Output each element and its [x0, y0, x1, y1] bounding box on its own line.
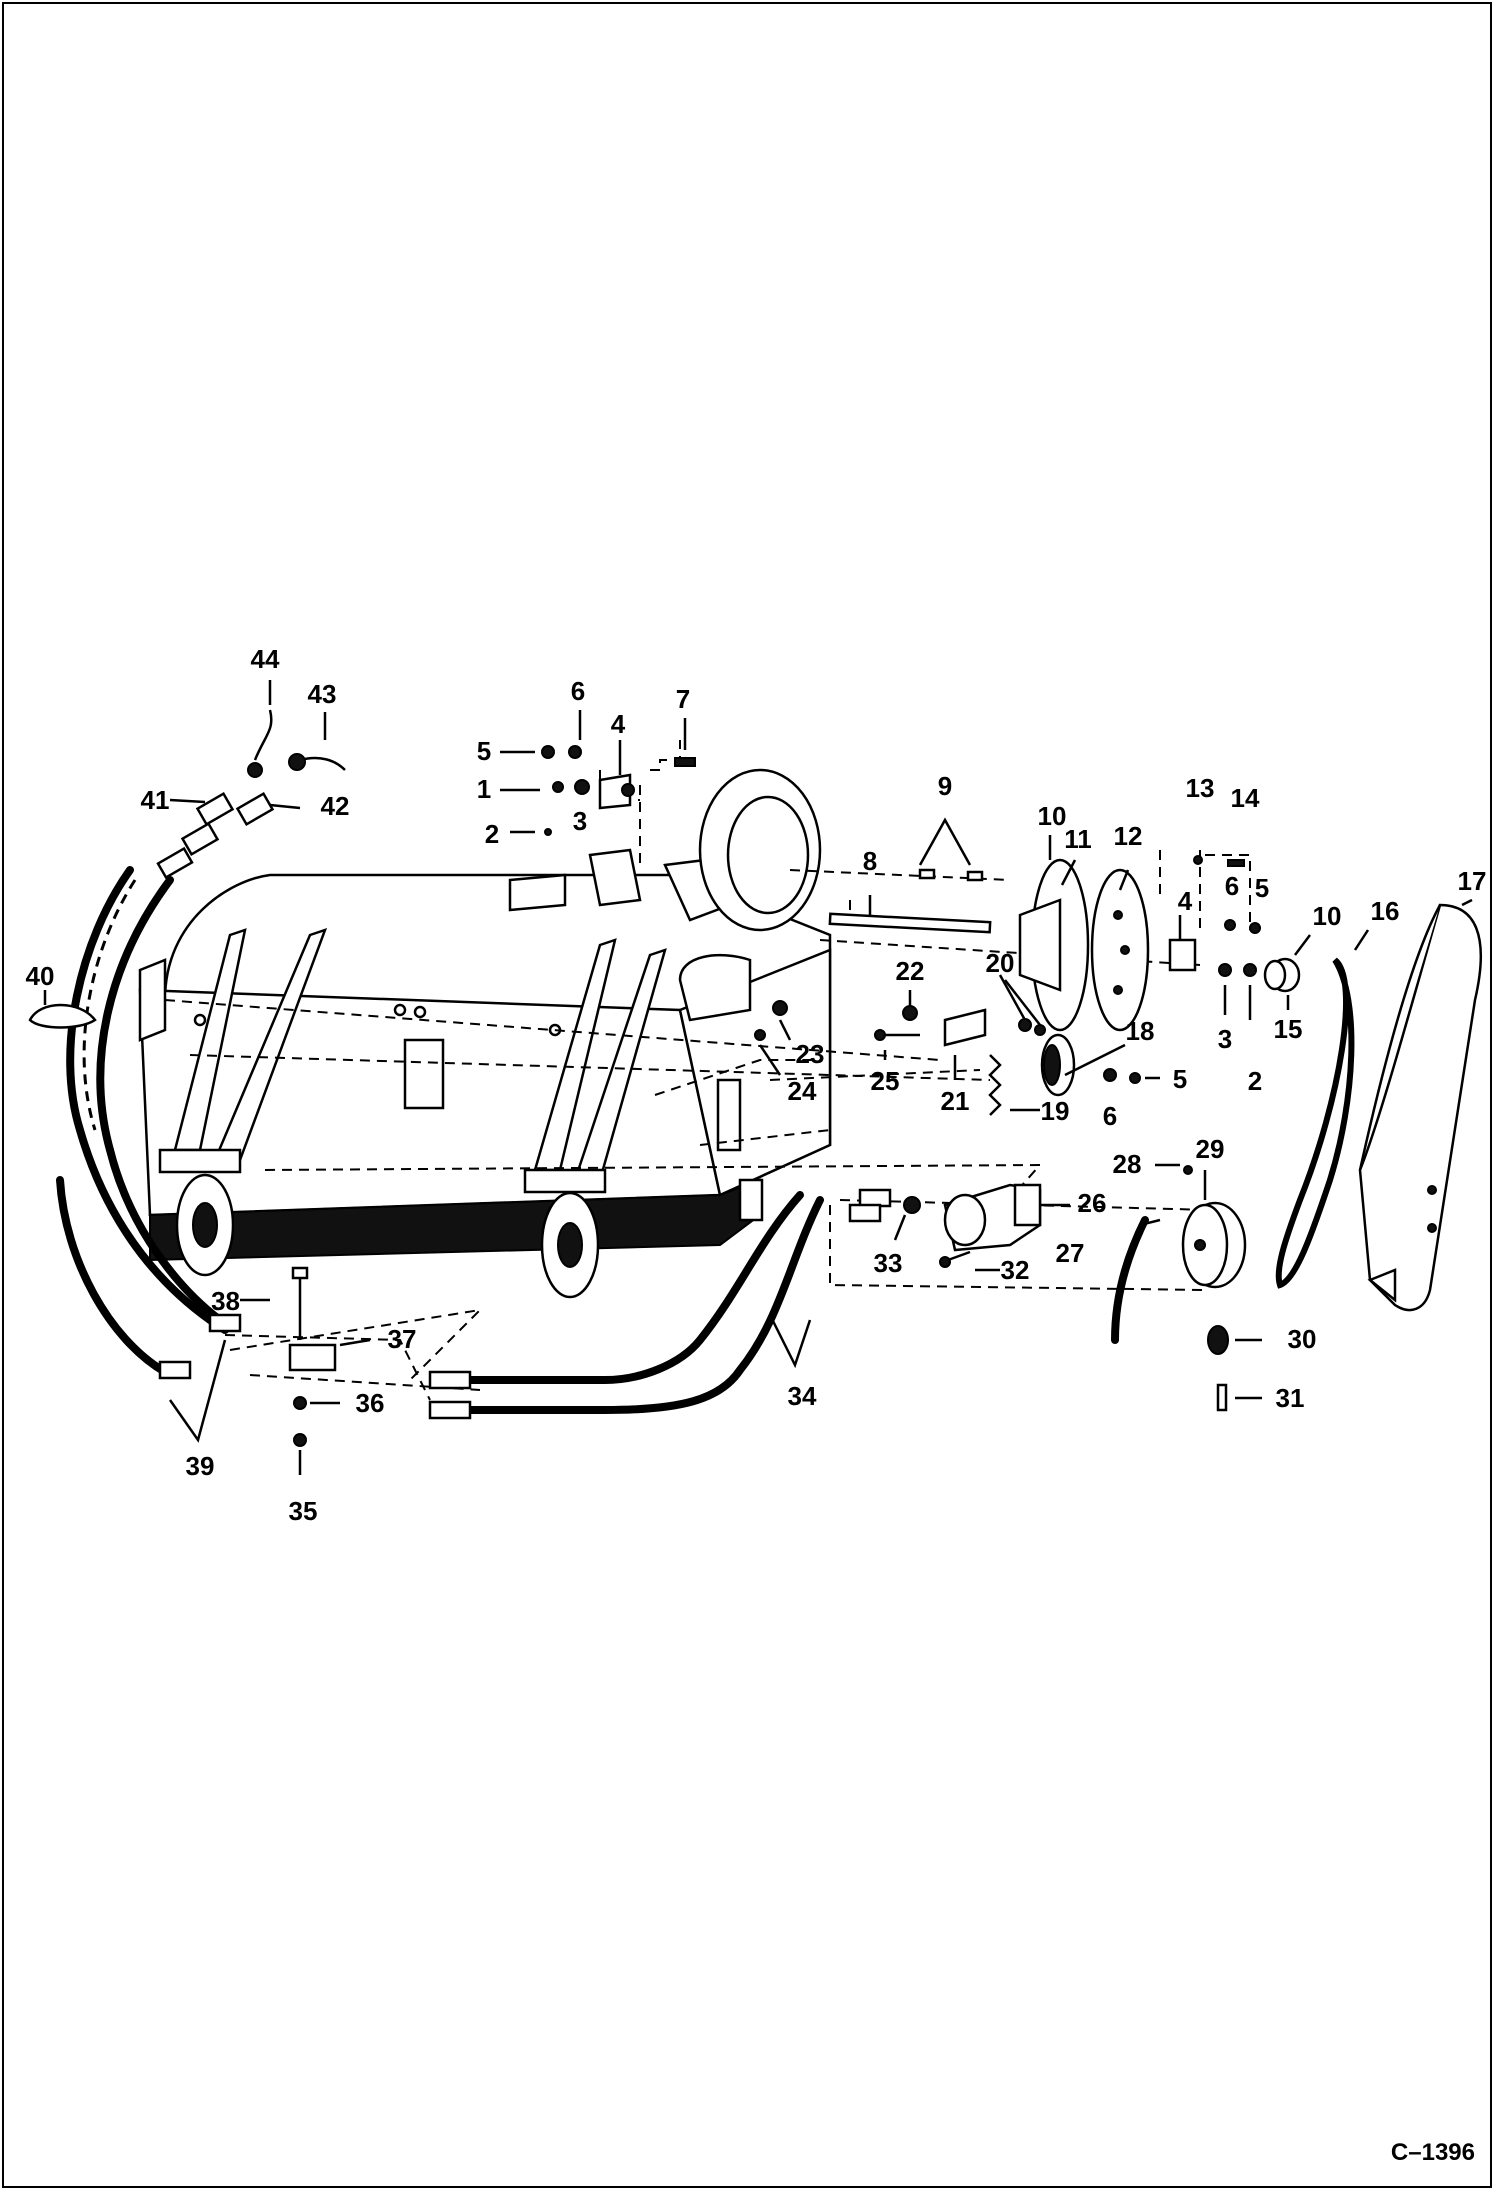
callout-5: 5 — [477, 736, 491, 766]
callout-44: 44 — [251, 644, 280, 674]
callout-19: 19 — [1041, 1096, 1070, 1126]
callout-labels: 1 2 2 3 3 4 4 5 5 5 6 6 6 7 8 9 10 10 11… — [26, 644, 1487, 1526]
callout-30: 30 — [1288, 1324, 1317, 1354]
callout-10-right: 10 — [1313, 901, 1342, 931]
callout-39: 39 — [186, 1451, 215, 1481]
couplers — [28, 709, 346, 1029]
callout-22: 22 — [896, 956, 925, 986]
callout-20: 20 — [986, 948, 1015, 978]
callout-7: 7 — [676, 684, 690, 714]
callout-25: 25 — [871, 1066, 900, 1096]
top-hardware — [541, 745, 696, 836]
callout-9: 9 — [938, 771, 952, 801]
callout-3: 3 — [573, 806, 587, 836]
callout-38: 38 — [211, 1286, 240, 1316]
callout-4: 4 — [611, 709, 626, 739]
callout-11: 11 — [1064, 824, 1092, 854]
callout-26: 26 — [1078, 1188, 1107, 1218]
callout-6-lower: 6 — [1103, 1101, 1117, 1131]
callout-29: 29 — [1196, 1134, 1225, 1164]
callout-4-right: 4 — [1178, 886, 1193, 916]
figure-number: C–1396 — [1391, 2139, 1475, 2166]
callout-10: 10 — [1038, 801, 1067, 831]
callout-35: 35 — [289, 1496, 318, 1526]
callout-17: 17 — [1458, 866, 1487, 896]
leader-lines — [43, 680, 1473, 1475]
callout-32: 32 — [1001, 1255, 1030, 1285]
callout-2: 2 — [485, 819, 499, 849]
bracket-assembly — [288, 1266, 337, 1447]
hydraulic-hoses — [56, 866, 892, 1420]
callout-6: 6 — [571, 676, 585, 706]
sweeper-housing — [138, 768, 832, 1299]
callout-23: 23 — [796, 1039, 825, 1069]
callout-8: 8 — [863, 846, 877, 876]
callout-33: 33 — [874, 1248, 903, 1278]
callout-6-right: 6 — [1225, 871, 1239, 901]
callout-40: 40 — [26, 961, 55, 991]
callout-31: 31 — [1276, 1383, 1305, 1413]
callout-5-right: 5 — [1255, 873, 1269, 903]
callout-41: 41 — [141, 785, 170, 815]
callout-5-lower: 5 — [1173, 1064, 1187, 1094]
callout-1: 1 — [477, 774, 491, 804]
assembly-lines — [164, 740, 1251, 1401]
callout-24: 24 — [788, 1076, 817, 1106]
callout-27: 27 — [1056, 1238, 1085, 1268]
callout-43: 43 — [308, 679, 337, 709]
callout-36: 36 — [356, 1388, 385, 1418]
callout-37: 37 — [388, 1324, 417, 1354]
drive-components — [754, 855, 1483, 1412]
callout-13: 13 — [1186, 773, 1215, 803]
callout-12: 12 — [1114, 821, 1143, 851]
callout-34: 34 — [788, 1381, 817, 1411]
callout-21: 21 — [941, 1086, 970, 1116]
callout-14: 14 — [1231, 783, 1260, 813]
shaft-assembly — [828, 868, 992, 934]
callout-15: 15 — [1274, 1014, 1303, 1044]
callout-2-right: 2 — [1248, 1066, 1262, 1096]
callout-42: 42 — [321, 791, 350, 821]
callout-3-right: 3 — [1218, 1024, 1232, 1054]
callout-28: 28 — [1113, 1149, 1142, 1179]
callout-16: 16 — [1371, 896, 1400, 926]
callout-18: 18 — [1126, 1016, 1155, 1046]
